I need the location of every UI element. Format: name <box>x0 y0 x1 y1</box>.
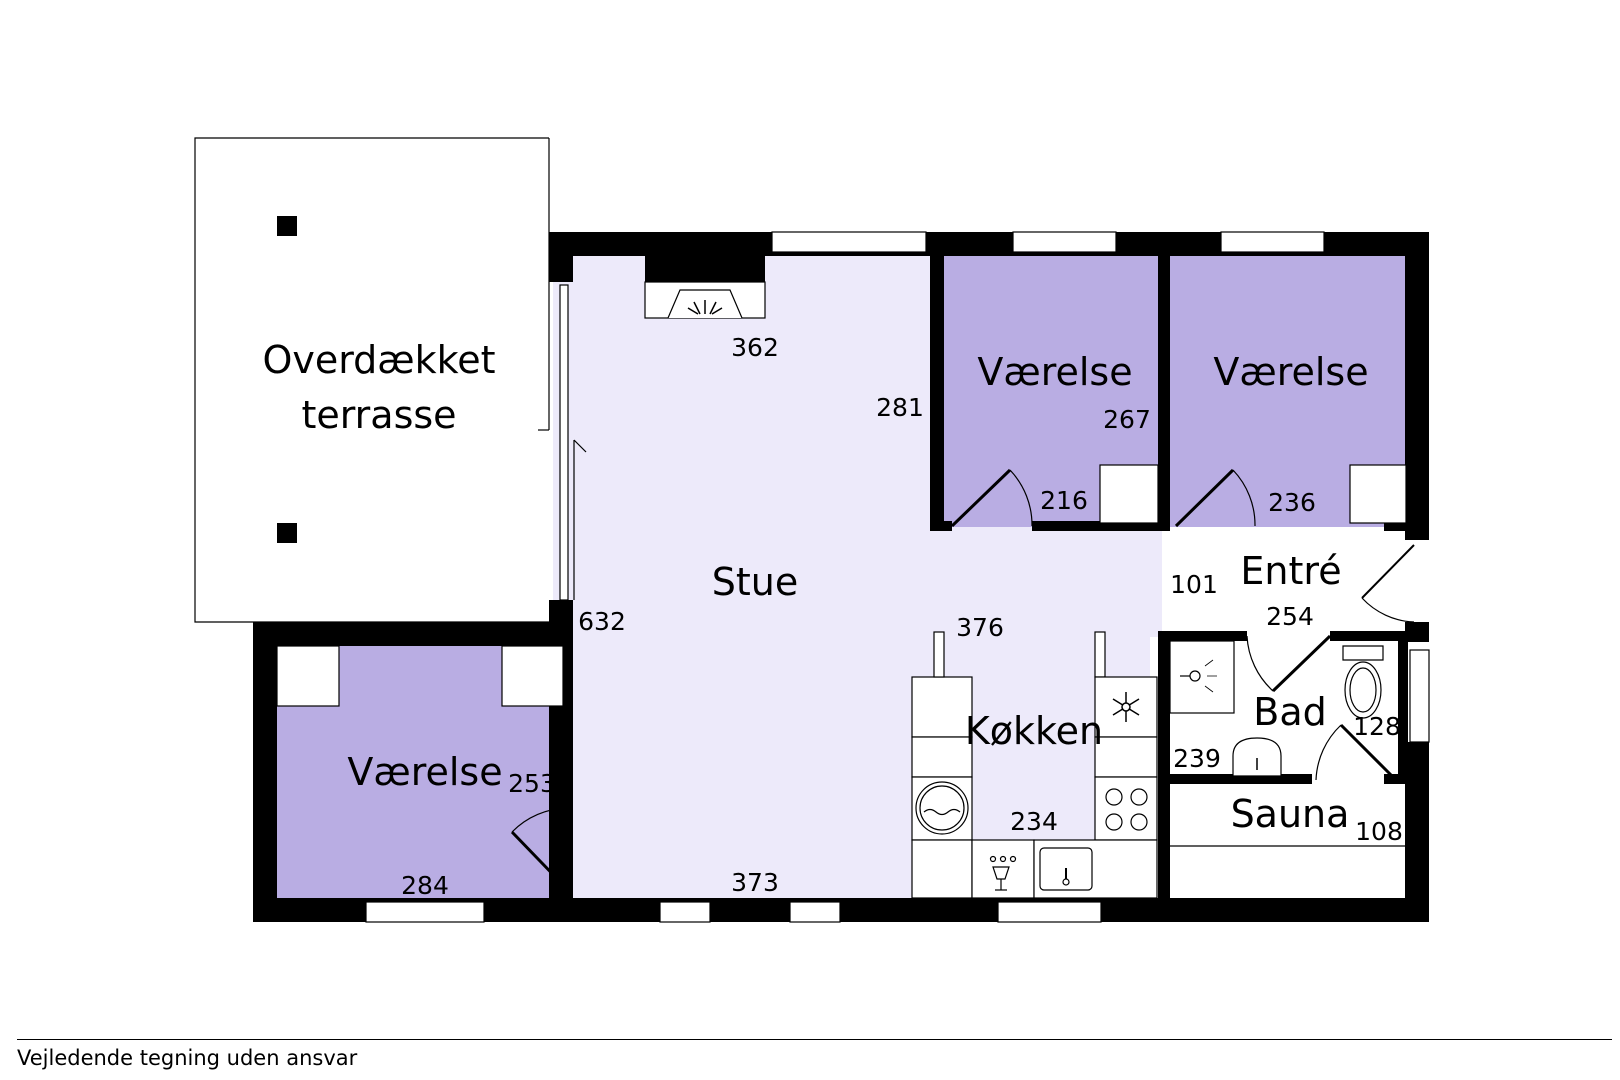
wardrobe <box>501 645 564 707</box>
shower-icon <box>1169 640 1235 714</box>
snowflake-icon <box>1112 692 1140 722</box>
wardrobe <box>1349 464 1407 524</box>
doors <box>510 468 1415 892</box>
dim-living-top: 362 <box>731 333 779 362</box>
dim-bath-width: 239 <box>1173 744 1221 773</box>
room-label-bathroom: Bad <box>1253 690 1326 734</box>
room-label-terrace-1: Overdækket <box>262 338 495 382</box>
washing-machine-icon <box>915 781 969 835</box>
dim-bath-side: 128 <box>1353 712 1401 741</box>
sink-icon <box>1039 847 1093 891</box>
room-label-bedroom-top2: Værelse <box>1213 350 1368 394</box>
dim-bedroom-top1-side: 267 <box>1103 405 1151 434</box>
room-label-bedroom-left: Værelse <box>347 750 502 794</box>
wardrobe <box>276 645 340 707</box>
fireplace-icon <box>644 256 766 319</box>
dim-entry-width: 254 <box>1266 602 1314 631</box>
wardrobe <box>1099 464 1159 524</box>
dim-living-mid: 376 <box>956 613 1004 642</box>
windows <box>365 231 1430 923</box>
washbasin-icon <box>1232 737 1282 777</box>
stove-icon <box>1105 788 1148 831</box>
dishwasher-icon <box>989 855 1017 891</box>
footer-disclaimer: Vejledende tegning uden ansvar <box>17 1046 358 1070</box>
dim-kitchen-width: 234 <box>1010 807 1058 836</box>
room-labels: Overdækket terrasse Stue Værelse Værelse… <box>262 338 1368 836</box>
terrace-post <box>277 216 297 236</box>
footer-rule <box>17 1039 1612 1040</box>
dim-living-side: 281 <box>876 393 924 422</box>
dim-bedroom-top1-width: 216 <box>1040 486 1088 515</box>
toilet-icon <box>1342 645 1384 719</box>
dim-bedroom-left-side: 253 <box>508 769 556 798</box>
dim-bedroom-top2-width: 236 <box>1268 488 1316 517</box>
dim-entry-side: 101 <box>1170 570 1218 599</box>
dim-sauna-side: 108 <box>1355 817 1403 846</box>
room-label-terrace-2: terrasse <box>301 393 456 437</box>
room-label-living: Stue <box>712 560 798 604</box>
fixtures <box>276 256 1407 899</box>
dimension-labels: 362 281 632 373 376 267 216 236 101 254 … <box>401 333 1403 900</box>
room-label-kitchen: Køkken <box>965 709 1103 753</box>
dim-living-left: 632 <box>578 607 626 636</box>
entry-floor <box>1162 527 1414 637</box>
terrace <box>194 137 550 623</box>
dim-living-bottom: 373 <box>731 868 779 897</box>
room-label-entry: Entré <box>1240 549 1341 593</box>
room-label-bedroom-top1: Værelse <box>977 350 1132 394</box>
dim-bedroom-left-width: 284 <box>401 871 449 900</box>
terrace-post <box>277 523 297 543</box>
room-label-sauna: Sauna <box>1231 792 1350 836</box>
